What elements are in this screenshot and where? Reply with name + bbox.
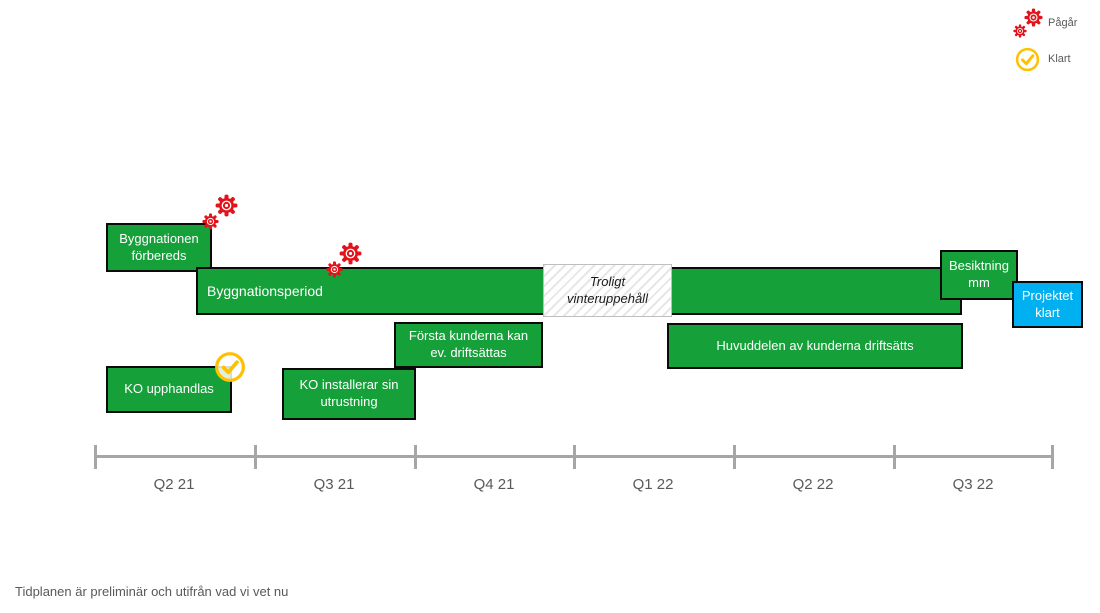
- axis-tick: [254, 445, 257, 469]
- bar-label: Första kunderna kan ev. driftsättas: [408, 328, 529, 360]
- axis-tick: [94, 445, 97, 469]
- axis-tick: [733, 445, 736, 469]
- axis-label-q3-22: Q3 22: [952, 476, 994, 493]
- axis-tick: [1051, 445, 1054, 469]
- gears-icon: [326, 242, 362, 278]
- axis-label-q3-21: Q3 21: [313, 476, 355, 493]
- axis-tick: [893, 445, 896, 469]
- bar-huvuddelen: Huvuddelen av kunderna driftsätts: [667, 323, 963, 369]
- axis-label-q4-21: Q4 21: [473, 476, 515, 493]
- check-icon: [1015, 47, 1040, 72]
- gears-icon: [1013, 8, 1043, 38]
- bar-label: Projektet klart: [1021, 287, 1074, 320]
- bar-vinteruppehall: Troligt vinteruppehåll: [543, 264, 672, 317]
- gears-icon: [202, 194, 238, 230]
- legend-item-klart: Klart: [1012, 41, 1098, 77]
- axis-tick: [573, 445, 576, 469]
- bar-label: KO upphandlas: [124, 381, 214, 397]
- axis-label-q2-21: Q2 21: [153, 476, 195, 493]
- bar-label: Huvuddelen av kunderna driftsätts: [716, 337, 914, 353]
- footnote: Tidplanen är preliminär och utifrån vad …: [15, 584, 289, 599]
- bar-besiktning: Besiktning mm: [940, 250, 1018, 300]
- bar-projektet-klart: Projektet klart: [1012, 281, 1083, 328]
- axis-label-q2-22: Q2 22: [792, 476, 834, 493]
- legend-label-klart: Klart: [1048, 53, 1071, 65]
- bar-ko-upphandlas: KO upphandlas: [106, 366, 232, 413]
- bar-label: Besiktning mm: [949, 258, 1009, 290]
- legend-item-pagar: Pågår: [1012, 5, 1098, 41]
- axis-tick: [414, 445, 417, 469]
- bar-ko-installerar: KO installerar sin utrustning: [282, 368, 416, 420]
- bar-label: KO installerar sin utrustning: [299, 377, 399, 409]
- bar-byggnationen-forbereds: Byggnationen förbereds: [106, 223, 212, 272]
- bar-label: Byggnationsperiod: [207, 282, 323, 299]
- legend: Pågår Klart: [1012, 5, 1098, 77]
- bar-forsta-kunderna: Första kunderna kan ev. driftsättas: [394, 322, 543, 368]
- legend-label-pagar: Pågår: [1048, 17, 1078, 29]
- axis-label-q1-22: Q1 22: [632, 476, 674, 493]
- bar-label: Byggnationen förbereds: [119, 230, 199, 263]
- check-icon: [214, 351, 246, 383]
- bar-label: Troligt vinteruppehåll: [567, 273, 648, 306]
